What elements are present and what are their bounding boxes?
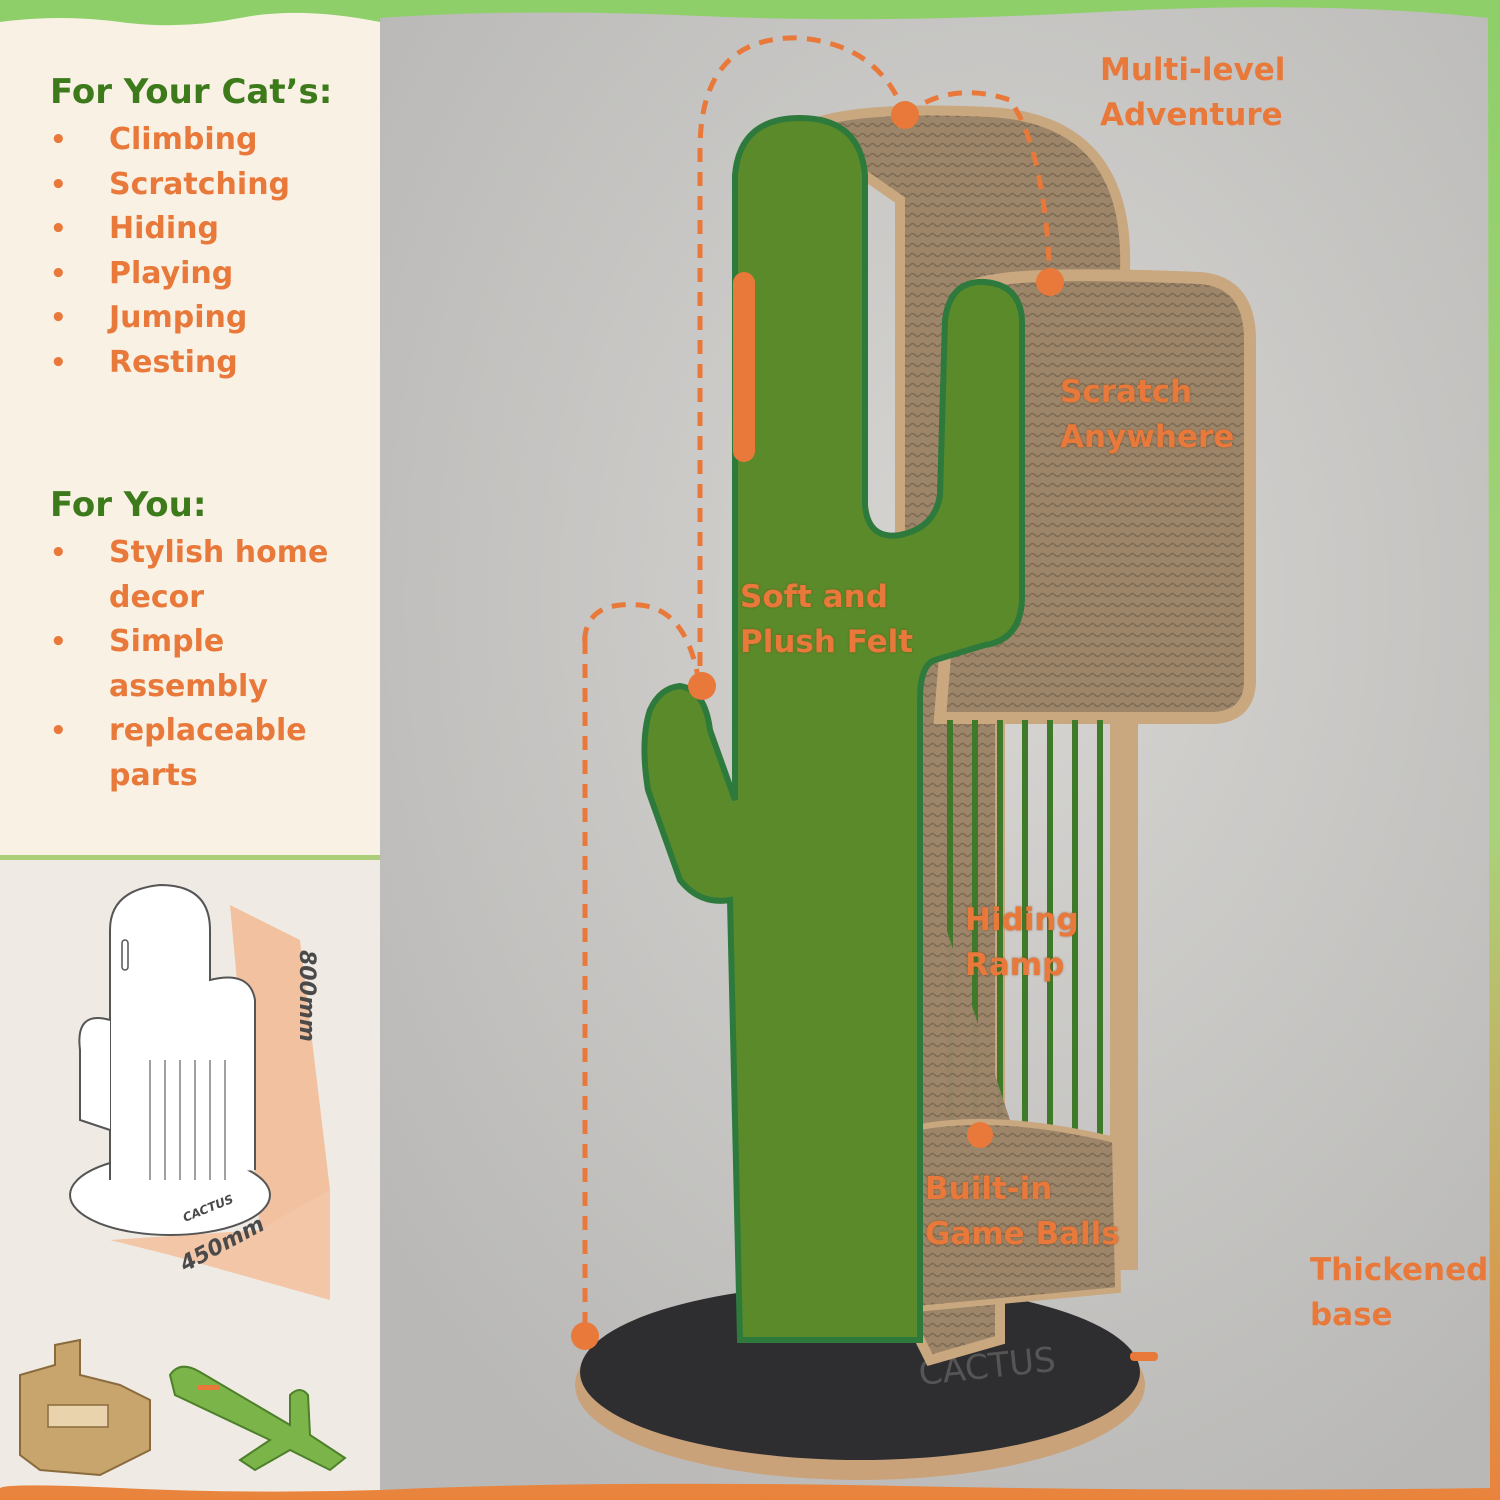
cat-feature-list: ClimbingScratchingHidingPlayingJumpingRe… <box>50 118 290 385</box>
callout-balls: Built-in Game Balls <box>925 1171 1120 1252</box>
callout-scratch: Scratch Anywhere <box>1060 374 1235 455</box>
list-item: replaceable parts <box>50 709 350 798</box>
cactus-product: CACTUS <box>575 105 1256 1480</box>
callout-felt: Soft and Plush Felt <box>740 579 914 660</box>
list-item: Stylish home decor <box>50 531 350 620</box>
callout-dots <box>571 101 1064 1350</box>
callout-hiding: Hiding Ramp <box>965 902 1079 983</box>
list-item: Climbing <box>50 118 290 163</box>
callout-multi-level: Multi-level Adventure <box>1100 52 1286 133</box>
list-item: Playing <box>50 252 290 297</box>
callout-base: Thickened base <box>1310 1252 1489 1333</box>
list-item: Jumping <box>50 296 290 341</box>
you-feature-list: Stylish home decorSimple assemblyreplace… <box>50 531 350 798</box>
you-section-heading: For You: <box>50 485 207 525</box>
height-dimension: 800mm <box>294 950 319 1042</box>
list-item: Hiding <box>50 207 290 252</box>
cat-section-heading: For Your Cat’s: <box>50 72 333 112</box>
list-item: Simple assembly <box>50 620 350 709</box>
size-diagram: 800mm 450mm CACTUS <box>69 883 330 1300</box>
parts-illustration <box>19 1338 347 1477</box>
list-item: Resting <box>50 341 290 386</box>
list-item: Scratching <box>50 163 290 208</box>
callout-lines <box>582 35 1053 1335</box>
